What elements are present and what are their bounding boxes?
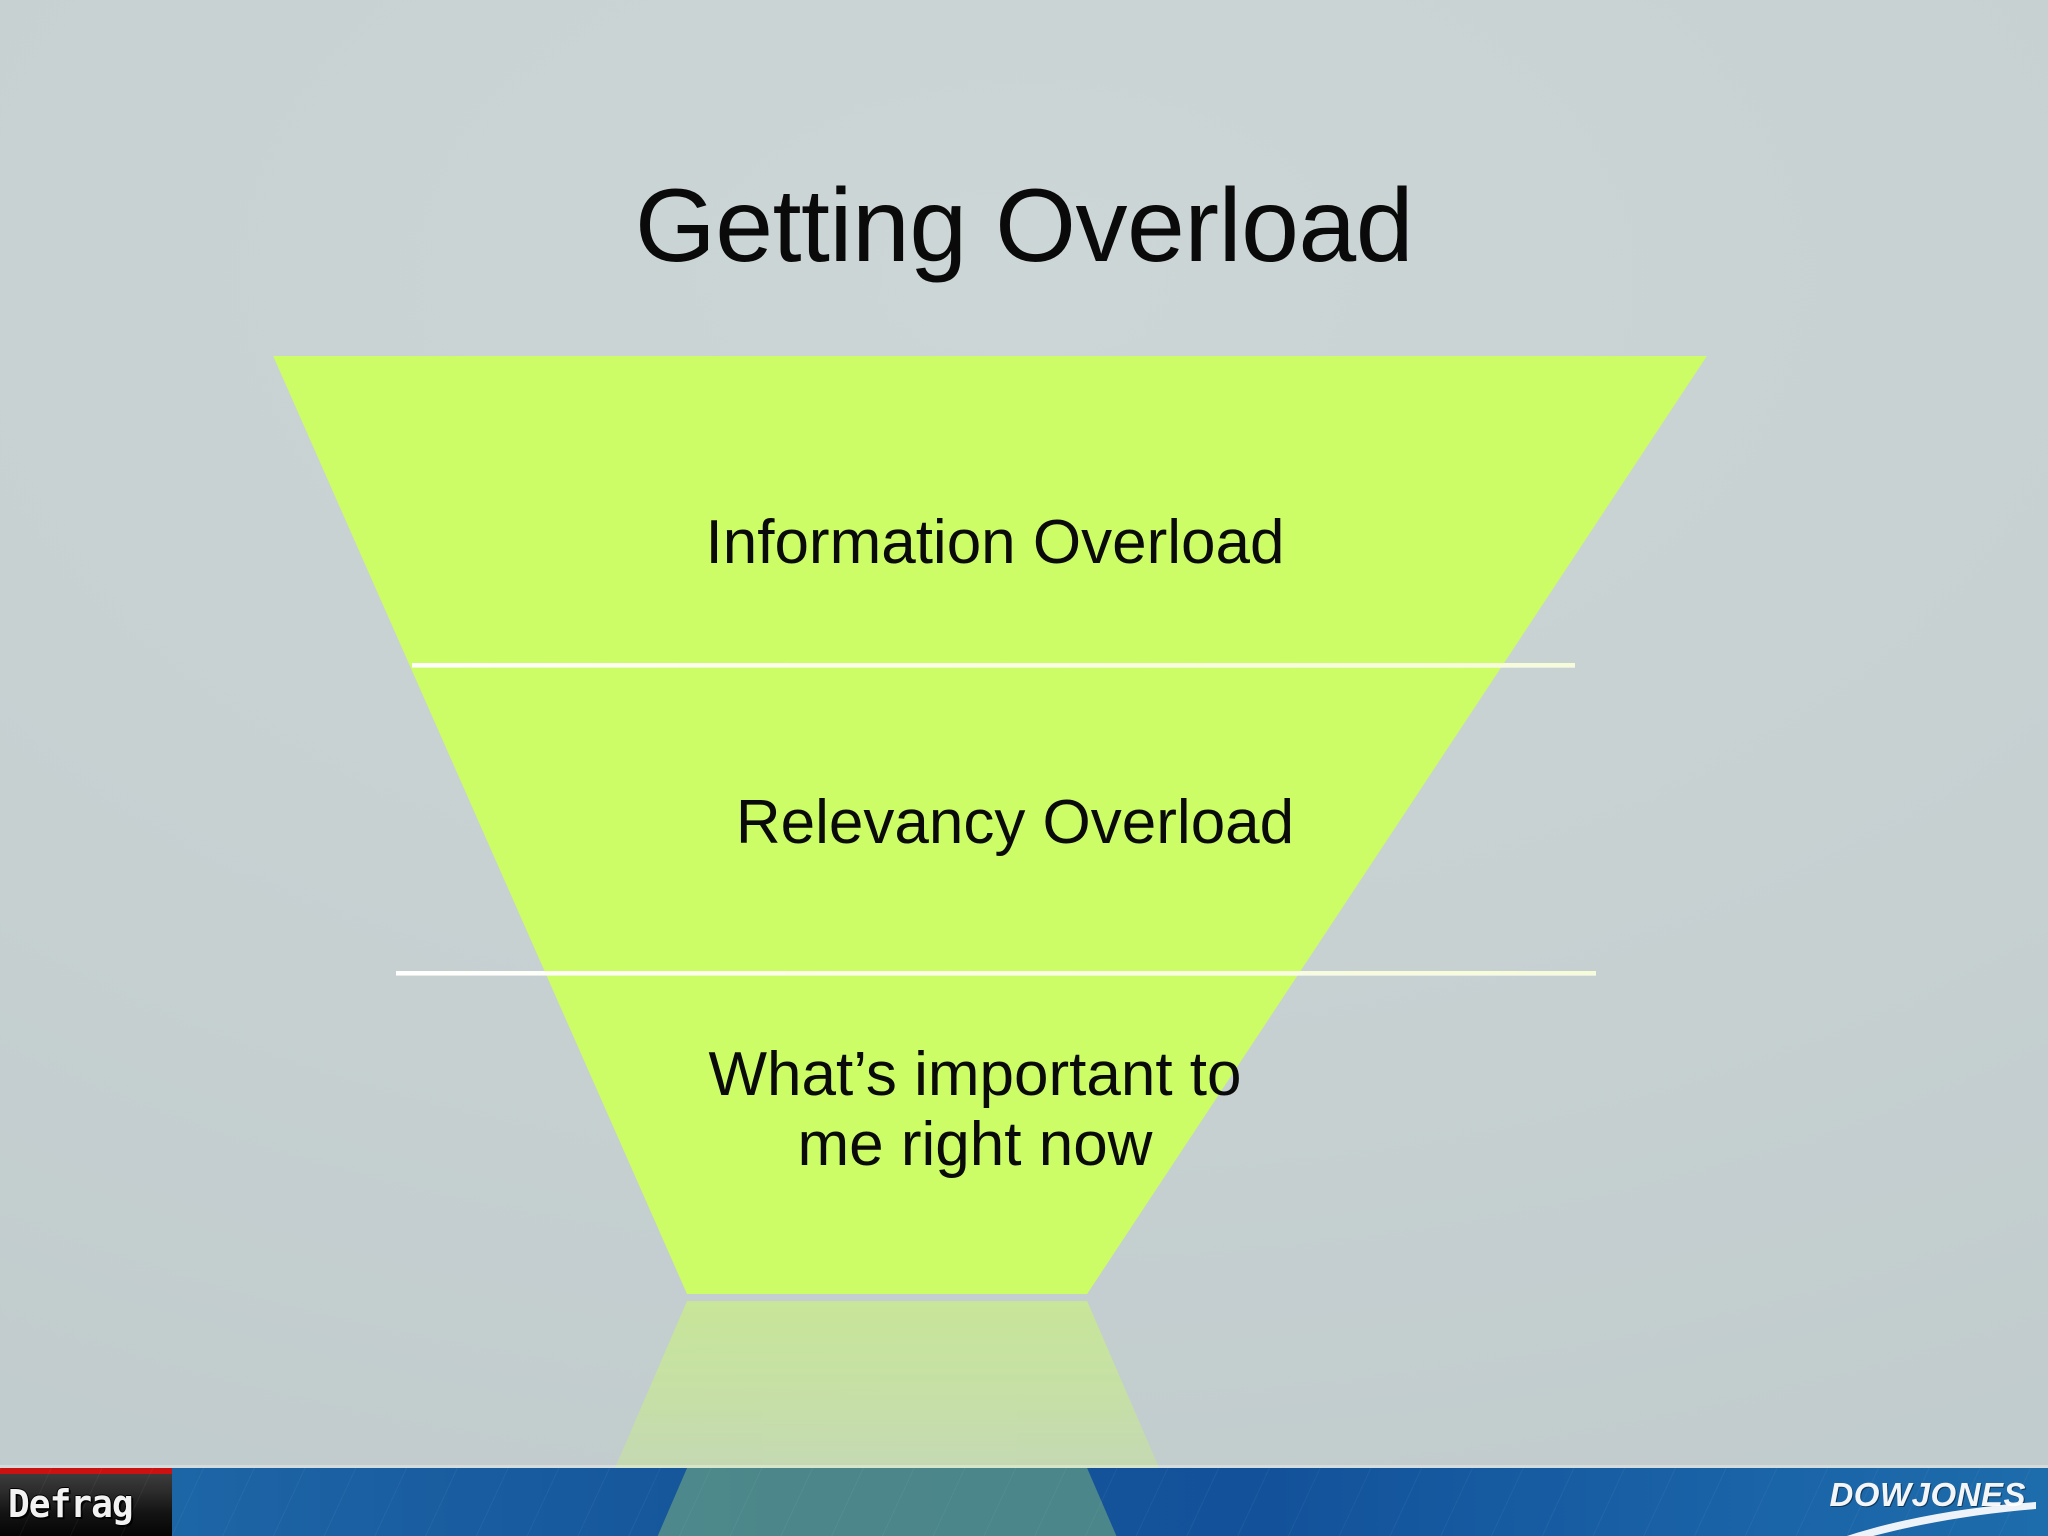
footer-hairline bbox=[0, 1465, 2048, 1468]
funnel-divider-2 bbox=[396, 971, 1596, 975]
funnel-stage-label-relevancy-overload: Relevancy Overload bbox=[735, 788, 1295, 857]
footer-bar: Defrag DOWJONES bbox=[0, 1468, 2048, 1536]
dow-jones-swoosh-icon bbox=[1846, 1502, 2036, 1536]
funnel-divider-1 bbox=[412, 663, 1575, 667]
funnel-stage-label-whats-important: What’s important to me right now bbox=[708, 1040, 1242, 1180]
funnel-stage-label-information-overload: Information Overload bbox=[705, 508, 1285, 577]
defrag-logo: Defrag bbox=[0, 1468, 172, 1536]
dow-jones-logo: DOWJONES bbox=[1800, 1468, 2036, 1536]
defrag-wordmark: Defrag bbox=[8, 1482, 134, 1526]
page-title: Getting Overload bbox=[634, 167, 1414, 284]
funnel-reflection-footer bbox=[0, 1468, 2048, 1536]
